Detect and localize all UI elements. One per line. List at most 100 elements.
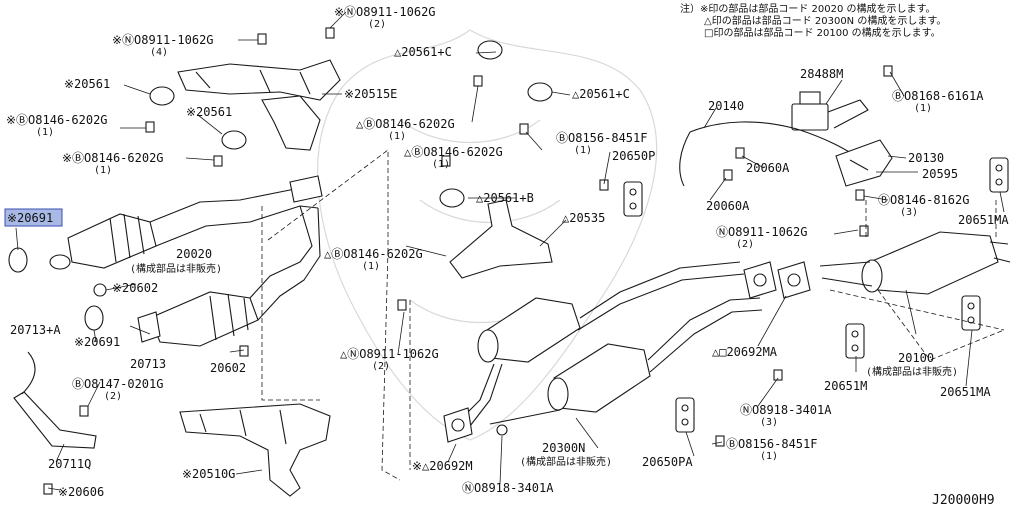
label-l28[interactable]: ⓃO8918-3401A: [462, 481, 554, 495]
label-l42[interactable]: ⓃO8911-1062G: [716, 225, 807, 239]
clamp-20561C-1[interactable]: [477, 40, 503, 60]
assembly-lines: [261, 149, 1005, 481]
label-l04[interactable]: ※ⒷO8146-6202G: [6, 113, 108, 127]
label-l41[interactable]: 20651MA: [958, 213, 1009, 227]
center-pipe-20300N[interactable]: [449, 199, 763, 427]
label-l01-qty: (4): [150, 47, 168, 58]
gasket-20691[interactable]: [8, 247, 104, 331]
mount-rubber-20651MA-top[interactable]: [989, 157, 1009, 193]
label-l27[interactable]: ※△20692M: [412, 459, 473, 473]
label-l29[interactable]: 20300N: [542, 441, 585, 455]
front-pipe-20020[interactable]: [49, 175, 323, 347]
label-l02-qty: (2): [368, 19, 386, 30]
notes-block: 注）※印の部品は部品コード 20020 の構成を示します。 △印の部品は部品コー…: [680, 2, 946, 39]
label-l09[interactable]: 20020: [176, 247, 212, 261]
bolts: [43, 27, 893, 495]
label-l16[interactable]: 20711Q: [48, 457, 91, 471]
sensor-28488M[interactable]: [791, 91, 869, 131]
rear-muffler-20100[interactable]: [819, 231, 1011, 295]
label-l44[interactable]: 20651M: [824, 379, 867, 393]
label-l37[interactable]: 20060A: [706, 199, 750, 213]
selection-highlight: [4, 208, 63, 227]
clamp-20561-2[interactable]: [221, 130, 247, 150]
part-labels[interactable]: ※ⓃO8911-1062G (4) ※ⓃO8911-1062G (2) ※205…: [6, 5, 1009, 499]
label-l35-qty: (1): [914, 103, 932, 114]
label-l32-bolt-qty: (1): [574, 145, 592, 156]
sensor-20140[interactable]: [679, 121, 857, 187]
label-l39[interactable]: 20595: [922, 167, 958, 181]
clamp-20561C-2[interactable]: [527, 82, 553, 102]
label-l06[interactable]: ※ⒷO8146-6202G: [62, 151, 164, 165]
label-l26[interactable]: △ⓃO8911-1062G: [340, 347, 439, 361]
label-l43[interactable]: △□20692MA: [712, 345, 778, 359]
heat-insulator-20515E[interactable]: [177, 59, 341, 151]
label-l33[interactable]: 20140: [708, 99, 744, 113]
label-l32[interactable]: 20650P: [612, 149, 655, 163]
label-l25[interactable]: △ⒷO8146-6202G: [324, 247, 423, 261]
label-l31[interactable]: ⒷO8156-8451F: [726, 437, 817, 451]
label-l38[interactable]: 20130: [908, 151, 944, 165]
label-l01[interactable]: ※ⓃO8911-1062G: [112, 33, 214, 47]
bracket-20711Q[interactable]: [13, 351, 97, 449]
mount-rubber-20650PA[interactable]: [675, 397, 695, 433]
bracket-20130[interactable]: [835, 139, 893, 187]
label-l23[interactable]: △20561+B: [476, 191, 534, 205]
label-l47[interactable]: ⓃO8918-3401A: [740, 403, 832, 417]
label-l42-qty: (2): [736, 239, 754, 250]
label-l19[interactable]: △20561+C: [394, 45, 452, 59]
label-l17[interactable]: ※20606: [58, 485, 104, 499]
diagram-code: J20000H9: [932, 493, 995, 508]
label-l31-qty: (1): [760, 451, 778, 462]
leader-lines: [15, 11, 1005, 491]
label-l45[interactable]: 20100: [898, 351, 934, 365]
label-l30[interactable]: 20650PA: [642, 455, 693, 469]
label-l10[interactable]: ※20602: [112, 281, 158, 295]
note-line-1: 注）※印の部品は部品コード 20020 の構成を示します。: [680, 2, 936, 15]
label-l07[interactable]: ※20515E: [344, 87, 397, 101]
clamp-20561B[interactable]: [439, 188, 465, 208]
label-l20[interactable]: △20561+C: [572, 87, 630, 101]
label-l40-qty: (3): [900, 207, 918, 218]
gasket-20692M[interactable]: [443, 407, 473, 443]
label-l11[interactable]: 20713+A: [10, 323, 61, 337]
label-l22-qty: (1): [432, 159, 450, 170]
label-l06-qty: (1): [94, 165, 112, 176]
label-l34[interactable]: 28488M: [800, 67, 843, 81]
label-l24[interactable]: △20535: [562, 211, 605, 225]
label-l12[interactable]: ※20691: [74, 335, 120, 349]
label-l13[interactable]: 20713: [130, 357, 166, 371]
heat-insulator-20510G[interactable]: [179, 403, 331, 497]
label-l15[interactable]: ⒷO8147-0201G: [72, 377, 163, 391]
gasket-20692MA[interactable]: [743, 261, 811, 299]
label-l08[interactable]: ※20691: [7, 211, 53, 225]
label-l46[interactable]: 20651MA: [940, 385, 991, 399]
label-l26-qty: (2): [372, 361, 390, 372]
label-l14[interactable]: 20602: [210, 361, 246, 375]
label-l04-qty: (1): [36, 127, 54, 138]
label-l47-qty: (3): [760, 417, 778, 428]
label-l45-sub: (構成部品は非販売): [866, 365, 958, 378]
label-l18[interactable]: ※20510G: [182, 467, 235, 481]
label-l32-bolt[interactable]: ⒷO8156-8451F: [556, 131, 647, 145]
mount-rubber-20650P[interactable]: [623, 181, 643, 217]
label-l22[interactable]: △ⒷO8146-6202G: [404, 145, 503, 159]
label-l40[interactable]: ⒷO8146-8162G: [878, 193, 969, 207]
label-l05[interactable]: ※20561: [186, 105, 232, 119]
note-line-2: △印の部品は部品コード 20300N の構成を示します。: [704, 14, 946, 27]
label-l03[interactable]: ※20561: [64, 77, 110, 91]
clamp-20561-1[interactable]: [149, 86, 175, 106]
note-line-3: □印の部品は部品コード 20100 の構成を示します。: [704, 26, 941, 39]
label-l21-qty: (1): [388, 131, 406, 142]
label-l09-sub: (構成部品は非販売): [130, 262, 222, 275]
label-l36[interactable]: 20060A: [746, 161, 790, 175]
label-l35[interactable]: ⒷO8168-6161A: [892, 89, 984, 103]
label-l21[interactable]: △ⒷO8146-6202G: [356, 117, 455, 131]
mount-rubber-20651MA-bottom[interactable]: [961, 295, 981, 331]
label-l29-sub: (構成部品は非販売): [520, 455, 612, 468]
label-l25-qty: (1): [362, 261, 380, 272]
label-l02[interactable]: ※ⓃO8911-1062G: [334, 5, 436, 19]
label-l15-qty: (2): [104, 391, 122, 402]
mount-rubber-20651M[interactable]: [845, 323, 865, 359]
